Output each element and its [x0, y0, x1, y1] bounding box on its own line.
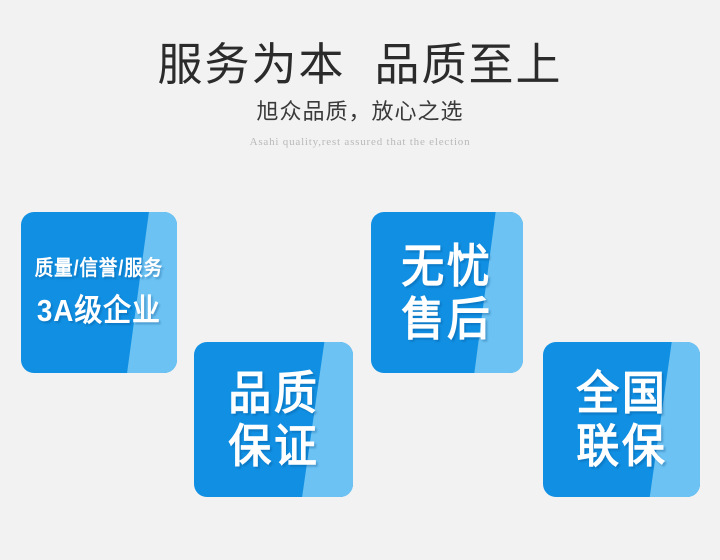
card-line-secondary: 售后 — [401, 292, 493, 345]
card-line-secondary: 联保 — [575, 419, 668, 472]
page-subtitle-english: Asahi quality,rest assured that the elec… — [249, 135, 471, 148]
card-line-primary: 质量/信誉/服务 — [34, 256, 164, 280]
header-block: 服务为本 品质至上 旭众品质，放心之选 Asahi quality,rest a… — [0, 0, 720, 149]
card-line-primary: 无忧 — [401, 240, 493, 293]
page-subtitle: 旭众品质，放心之选 — [256, 99, 464, 125]
feature-card-quality: 质量/信誉/服务 3A级企业 — [21, 212, 177, 373]
card-line-secondary: 保证 — [227, 419, 320, 472]
page-title: 服务为本 品质至上 — [157, 39, 563, 90]
card-text-block: 无忧 售后 — [371, 212, 523, 373]
card-text-block: 品质 保证 — [194, 342, 353, 497]
card-line-primary: 全国 — [575, 367, 668, 420]
card-line-primary: 品质 — [227, 367, 320, 420]
card-line-secondary: 3A级企业 — [37, 293, 161, 329]
feature-card-warranty: 全国 联保 — [543, 342, 700, 497]
feature-card-service: 无忧 售后 — [371, 212, 523, 373]
card-text-block: 质量/信誉/服务 3A级企业 — [21, 212, 177, 373]
card-text-block: 全国 联保 — [543, 342, 700, 497]
feature-card-assurance: 品质 保证 — [194, 342, 353, 497]
